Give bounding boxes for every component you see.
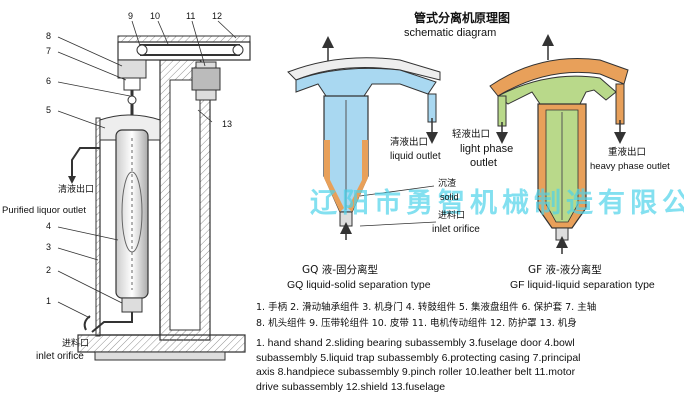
light-outlet-cn: 轻液出口 bbox=[452, 129, 491, 140]
light-outlet-en-2: outlet bbox=[470, 157, 497, 169]
gq-separator-diagram bbox=[287, 36, 441, 240]
legend-en-line: subassembly 5.liquid trap subassembly 6.… bbox=[256, 351, 581, 364]
legend-cn-line: 8. 机头组件 9. 压带轮组件 10. 皮带 11. 电机传动组件 12. 防… bbox=[256, 318, 577, 329]
centrifuge-machine bbox=[57, 20, 251, 361]
light-outlet-en-1: light phase bbox=[460, 143, 514, 155]
part-number-8: 8 bbox=[46, 31, 52, 41]
part-number-4: 4 bbox=[46, 221, 52, 231]
liquid-outlet-en: liquid outlet bbox=[390, 151, 441, 162]
watermark-text: 辽阳市勇智机械制造有限公司 bbox=[310, 188, 684, 219]
part-number-7: 7 bbox=[46, 46, 52, 56]
gf-caption-cn: GF 液-液分离型 bbox=[528, 264, 602, 276]
part-number-9: 9 bbox=[128, 11, 134, 21]
heavy-outlet-cn: 重液出口 bbox=[608, 147, 647, 158]
liquid-outlet-cn: 清液出口 bbox=[390, 137, 429, 148]
gf-caption-en: GF liquid-liquid separation type bbox=[510, 279, 655, 291]
heavy-outlet-en: heavy phase outlet bbox=[590, 161, 670, 172]
inlet-orifice-en: inlet orifice bbox=[36, 351, 84, 362]
purified-outlet-en: Purified liquor outlet bbox=[2, 205, 86, 216]
purified-outlet-cn: 清液出口 bbox=[58, 185, 95, 195]
legend-en-line: 1. hand shand 2.sliding bearing subassem… bbox=[256, 337, 575, 349]
solid-cn: 沉渣 bbox=[438, 179, 457, 189]
solid-en: solid bbox=[440, 192, 459, 202]
legend-en-line: axis 8.handpiece subassembly 9.pinch rol… bbox=[256, 366, 576, 378]
part-number-13: 13 bbox=[222, 119, 233, 129]
part-number-6: 6 bbox=[46, 76, 52, 86]
part-number-1: 1 bbox=[46, 296, 52, 306]
part-number-10: 10 bbox=[150, 11, 161, 21]
inlet-orifice-cn: 进料口 bbox=[62, 339, 90, 349]
legend-en: 1. hand shand 2.sliding bearing subassem… bbox=[256, 336, 581, 394]
diagram-subtitle: schematic diagram bbox=[404, 27, 497, 39]
part-number-5: 5 bbox=[46, 105, 52, 115]
legend-cn: 1. 手柄 2. 滑动轴承组件 3. 机身门 4. 转鼓组件 5. 集液盘组件 … bbox=[256, 300, 596, 332]
mid-inlet-en: inlet orifice bbox=[432, 224, 480, 235]
gq-caption-en: GQ liquid-solid separation type bbox=[287, 279, 431, 291]
mid-inlet-cn: 进料口 bbox=[438, 211, 466, 221]
part-number-2: 2 bbox=[46, 265, 52, 275]
legend-cn-line: 1. 手柄 2. 滑动轴承组件 3. 机身门 4. 转鼓组件 5. 集液盘组件 … bbox=[256, 302, 597, 313]
legend-en-line: drive subassembly 12.shield 13.fuselage bbox=[256, 380, 446, 393]
part-number-12: 12 bbox=[212, 11, 223, 21]
part-number-11: 11 bbox=[186, 11, 196, 21]
diagram-title: 管式分离机原理图 bbox=[414, 11, 511, 25]
part-number-3: 3 bbox=[46, 242, 52, 252]
gq-caption-cn: GQ 液-固分离型 bbox=[302, 264, 379, 276]
gf-separator-diagram bbox=[489, 34, 629, 254]
